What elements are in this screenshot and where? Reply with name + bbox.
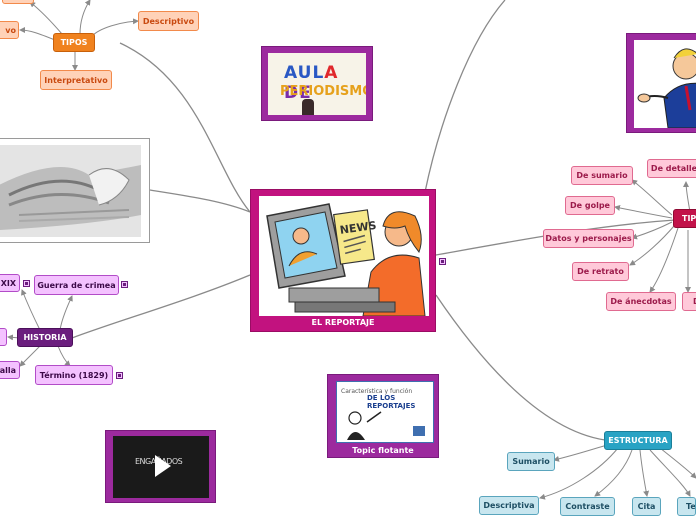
guerra-crimea-label: Guerra de crimea [37, 280, 116, 290]
play-icon[interactable] [155, 455, 171, 477]
datos-personajes-label: Datos y personajes [545, 234, 632, 243]
de-detalle-node[interactable]: De detalle [647, 159, 696, 178]
sumario-label: Sumario [512, 457, 550, 466]
newspaper-photo [0, 145, 141, 237]
tipos-left-partial-top[interactable] [2, 0, 34, 4]
central-title: EL REPORTAJE [311, 318, 375, 327]
tipo-right-label: TIPO [682, 214, 696, 223]
link-center-tipos-left [119, 42, 251, 213]
reportajes-thumbnail: Característica y función DE LOS REPORTAJ… [336, 381, 434, 443]
de-retrato-label: De retrato [577, 267, 624, 276]
descriptiva-label: Descriptiva [483, 501, 535, 510]
cartoon-man-card[interactable] [626, 33, 696, 133]
tipo-partial-d-node[interactable]: D [682, 292, 696, 311]
contraste-node[interactable]: Contraste [560, 497, 615, 516]
descriptivo-label: Descriptivo [142, 16, 195, 26]
de-anecdotas-label: De ánecdotas [610, 297, 672, 306]
tipos-left-partial-left[interactable]: vo [0, 21, 19, 39]
aula-line-2: PERIODISMO [280, 84, 366, 99]
de-golpe-label: De golpe [570, 201, 610, 210]
computer-news-icon: NEWS [259, 196, 429, 316]
interpretativo-label: Interpretativo [44, 75, 108, 85]
topic-flotante-card[interactable]: Característica y función DE LOS REPORTAJ… [327, 374, 439, 458]
tipo-partial-d-label: D [693, 297, 696, 306]
thumb-title-2: DE LOS REPORTAJES [367, 394, 416, 410]
de-anecdotas-node[interactable]: De ánecdotas [606, 292, 676, 311]
video-card[interactable]: ENGAÑADOS [105, 430, 216, 503]
de-detalle-label: De detalle [650, 164, 696, 173]
cita-node[interactable]: Cita [632, 497, 661, 516]
cartoon-man-icon [637, 48, 696, 128]
de-sumario-node[interactable]: De sumario [571, 166, 633, 185]
newspaper-photo-card[interactable] [0, 138, 150, 243]
link-center-photo [149, 189, 251, 213]
topic-flotante-label: Topic flotante [352, 446, 414, 455]
datos-personajes-node[interactable]: Datos y personajes [543, 229, 634, 248]
hand-icon [302, 99, 314, 115]
de-sumario-label: De sumario [576, 171, 628, 180]
link-center-estructura [435, 294, 606, 441]
cartoon-man-image [634, 40, 696, 128]
video-thumbnail: ENGAÑADOS [113, 436, 209, 498]
central-topic[interactable]: NEWS EL REPORTAJE [250, 189, 436, 332]
tipos-left-partial-label: vo [5, 25, 16, 35]
aula-word-de: DE [284, 83, 312, 103]
descriptiva-node[interactable]: Descriptiva [479, 496, 539, 515]
note-icon[interactable] [23, 280, 30, 287]
note-icon[interactable] [121, 281, 128, 288]
termino-label: Término (1829) [39, 370, 109, 380]
te-partial-node[interactable]: Te [677, 497, 696, 516]
aula-periodismo-image: AULA DE PERIODISMO [268, 53, 366, 115]
interpretativo-node[interactable]: Interpretativo [40, 70, 112, 90]
tipos-left-node[interactable]: TIPOS [53, 33, 95, 52]
de-golpe-node[interactable]: De golpe [565, 196, 615, 215]
historia-partial-top[interactable]: XIX [0, 274, 20, 292]
aula-periodismo-card[interactable]: AULA DE PERIODISMO [261, 46, 373, 121]
termino-node[interactable]: Término (1829) [35, 365, 113, 385]
historia-label: HISTORIA [23, 333, 67, 342]
contraste-label: Contraste [565, 502, 610, 511]
news-caption: NEWS [339, 219, 377, 237]
link-center-top-right [424, 0, 506, 193]
historia-partial-bottom-label: alla [0, 365, 16, 375]
newspaper-icon [0, 145, 141, 237]
historia-partial-left[interactable] [0, 328, 7, 346]
de-retrato-node[interactable]: De retrato [572, 262, 629, 281]
reporter-icon [347, 411, 425, 440]
tipos-left-label: TIPOS [60, 38, 88, 47]
aula-word-1: AUL [284, 63, 325, 83]
historia-partial-bottom[interactable]: alla [0, 361, 20, 379]
descriptivo-node[interactable]: Descriptivo [138, 11, 199, 31]
aula-letter-a: A [324, 63, 339, 83]
estructura-label: ESTRUCTURA [608, 436, 668, 445]
te-partial-label: Te [686, 502, 696, 511]
historia-partial-top-label: XIX [0, 278, 16, 288]
cita-label: Cita [637, 502, 656, 511]
tipo-right-node[interactable]: TIPO [673, 209, 696, 228]
note-icon[interactable] [439, 258, 446, 265]
guerra-crimea-node[interactable]: Guerra de crimea [34, 275, 119, 295]
estructura-node[interactable]: ESTRUCTURA [604, 431, 672, 450]
historia-node[interactable]: HISTORIA [17, 328, 73, 347]
link-center-historia [71, 274, 251, 339]
sumario-node[interactable]: Sumario [507, 452, 555, 471]
thumb-title-1: Característica y función [341, 388, 413, 395]
central-illustration: NEWS [259, 196, 429, 316]
note-icon[interactable] [116, 372, 123, 379]
